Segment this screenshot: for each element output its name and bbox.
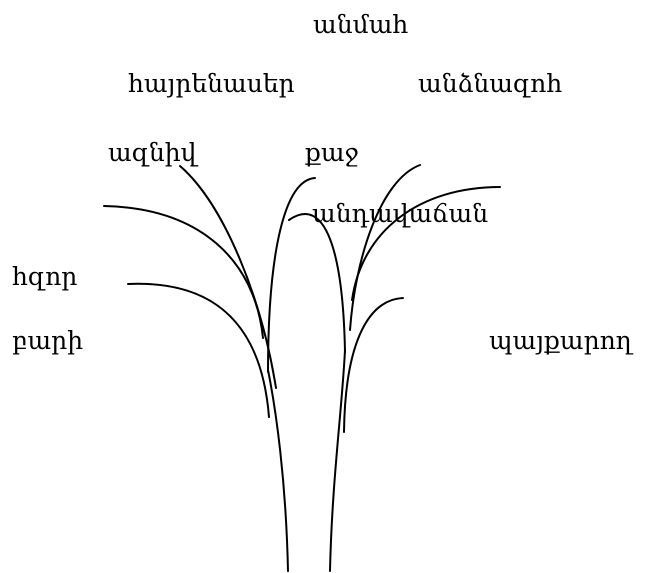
word-hayrenaser: հայրենասեր [128, 71, 295, 96]
word-payqarogh: պայքարող [489, 328, 632, 353]
right-trunk-line [330, 350, 345, 571]
branch-to-azniv [180, 166, 276, 388]
word-azniv: ազնիվ [108, 140, 196, 165]
branch-to-kaj [268, 178, 315, 372]
branch-to-payqarogh [344, 298, 403, 432]
branch-to-andavachan [289, 214, 345, 352]
branch-to-left-curve [104, 206, 263, 338]
left-trunk-line [268, 370, 288, 571]
word-bari: բարի [12, 328, 83, 353]
word-anandznazoh: անձնազոհ [418, 71, 562, 96]
word-hzor: հզոր [12, 264, 77, 289]
branch-to-right-curve [350, 165, 420, 330]
word-andavachan: անդավաճան [312, 201, 488, 226]
branch-to-hzor [128, 284, 269, 417]
word-anmah: անմահ [313, 12, 408, 37]
word-kaj: քաջ [305, 140, 359, 165]
